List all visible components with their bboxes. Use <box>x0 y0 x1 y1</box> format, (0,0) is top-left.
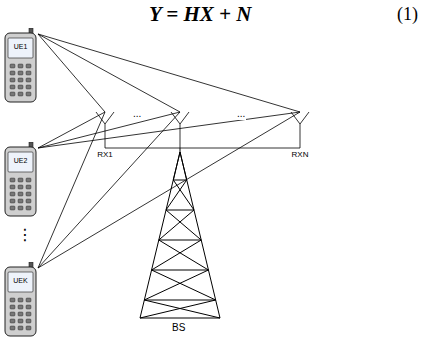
station-label: BS <box>171 322 186 334</box>
equation: Y = HX + N <box>148 2 253 26</box>
rx-label: RX1 <box>90 150 120 160</box>
ue-label: UE2 <box>8 156 33 165</box>
phone-icon <box>2 28 42 104</box>
radio-link <box>38 34 105 112</box>
user-equipment: UE2 <box>2 142 42 218</box>
equation-number: (1) <box>396 4 419 25</box>
ellipsis: ... <box>236 108 246 120</box>
phone-icon <box>2 262 42 338</box>
radio-link <box>38 34 300 112</box>
user-equipment: UE1 <box>2 28 42 104</box>
ue-label: UEK <box>8 276 33 285</box>
user-equipment: UEK <box>2 262 42 338</box>
antenna-symbol <box>90 112 120 148</box>
radio-link <box>38 112 105 268</box>
ellipsis: ... <box>132 108 142 120</box>
radio-link <box>38 112 300 268</box>
rx-label: RXN <box>285 150 315 160</box>
receive-antenna: RX1 <box>90 112 120 162</box>
ue-label: UE1 <box>8 42 33 51</box>
radio-link <box>38 112 105 148</box>
receive-antenna: RXN <box>285 112 315 162</box>
vertical-ellipsis: ⋮ <box>16 226 34 244</box>
antenna-symbol <box>285 112 315 148</box>
phone-icon <box>2 142 42 218</box>
radio-link <box>38 112 300 148</box>
